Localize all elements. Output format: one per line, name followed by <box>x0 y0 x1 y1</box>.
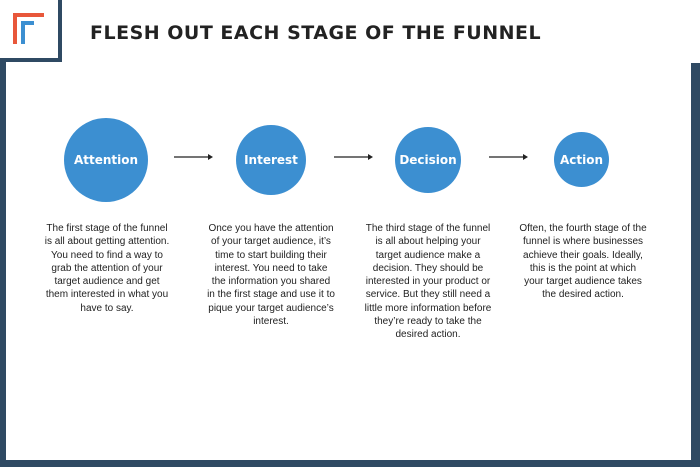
stage-label: Action <box>559 152 604 167</box>
stage-label: Attention <box>73 153 139 167</box>
stage-circle-interest: Interest <box>236 125 306 195</box>
stage-description-action: Often, the fourth stage of the funnel is… <box>519 223 647 301</box>
stage-circle-decision: Decision <box>395 127 461 193</box>
page-title: FLESH OUT EACH STAGE OF THE FUNNEL <box>90 22 542 44</box>
content-panel <box>6 6 691 460</box>
logo <box>0 0 62 62</box>
header-band <box>6 0 700 63</box>
stage-circle-action: Action <box>554 132 609 187</box>
stage-description-interest: Once you have the attention of your targ… <box>207 223 335 328</box>
arrow-right-icon <box>489 154 528 160</box>
stage-label: Interest <box>244 153 298 167</box>
corner-bracket-logo-icon <box>13 13 44 44</box>
stage-description-attention: The first stage of the funnel is all abo… <box>44 223 170 314</box>
arrow-right-icon <box>174 154 213 160</box>
stage-label: Decision <box>399 153 457 167</box>
stage-circle-attention: Attention <box>64 118 148 202</box>
stage-description-decision: The third stage of the funnel is all abo… <box>364 223 492 341</box>
arrow-right-icon <box>334 154 373 160</box>
